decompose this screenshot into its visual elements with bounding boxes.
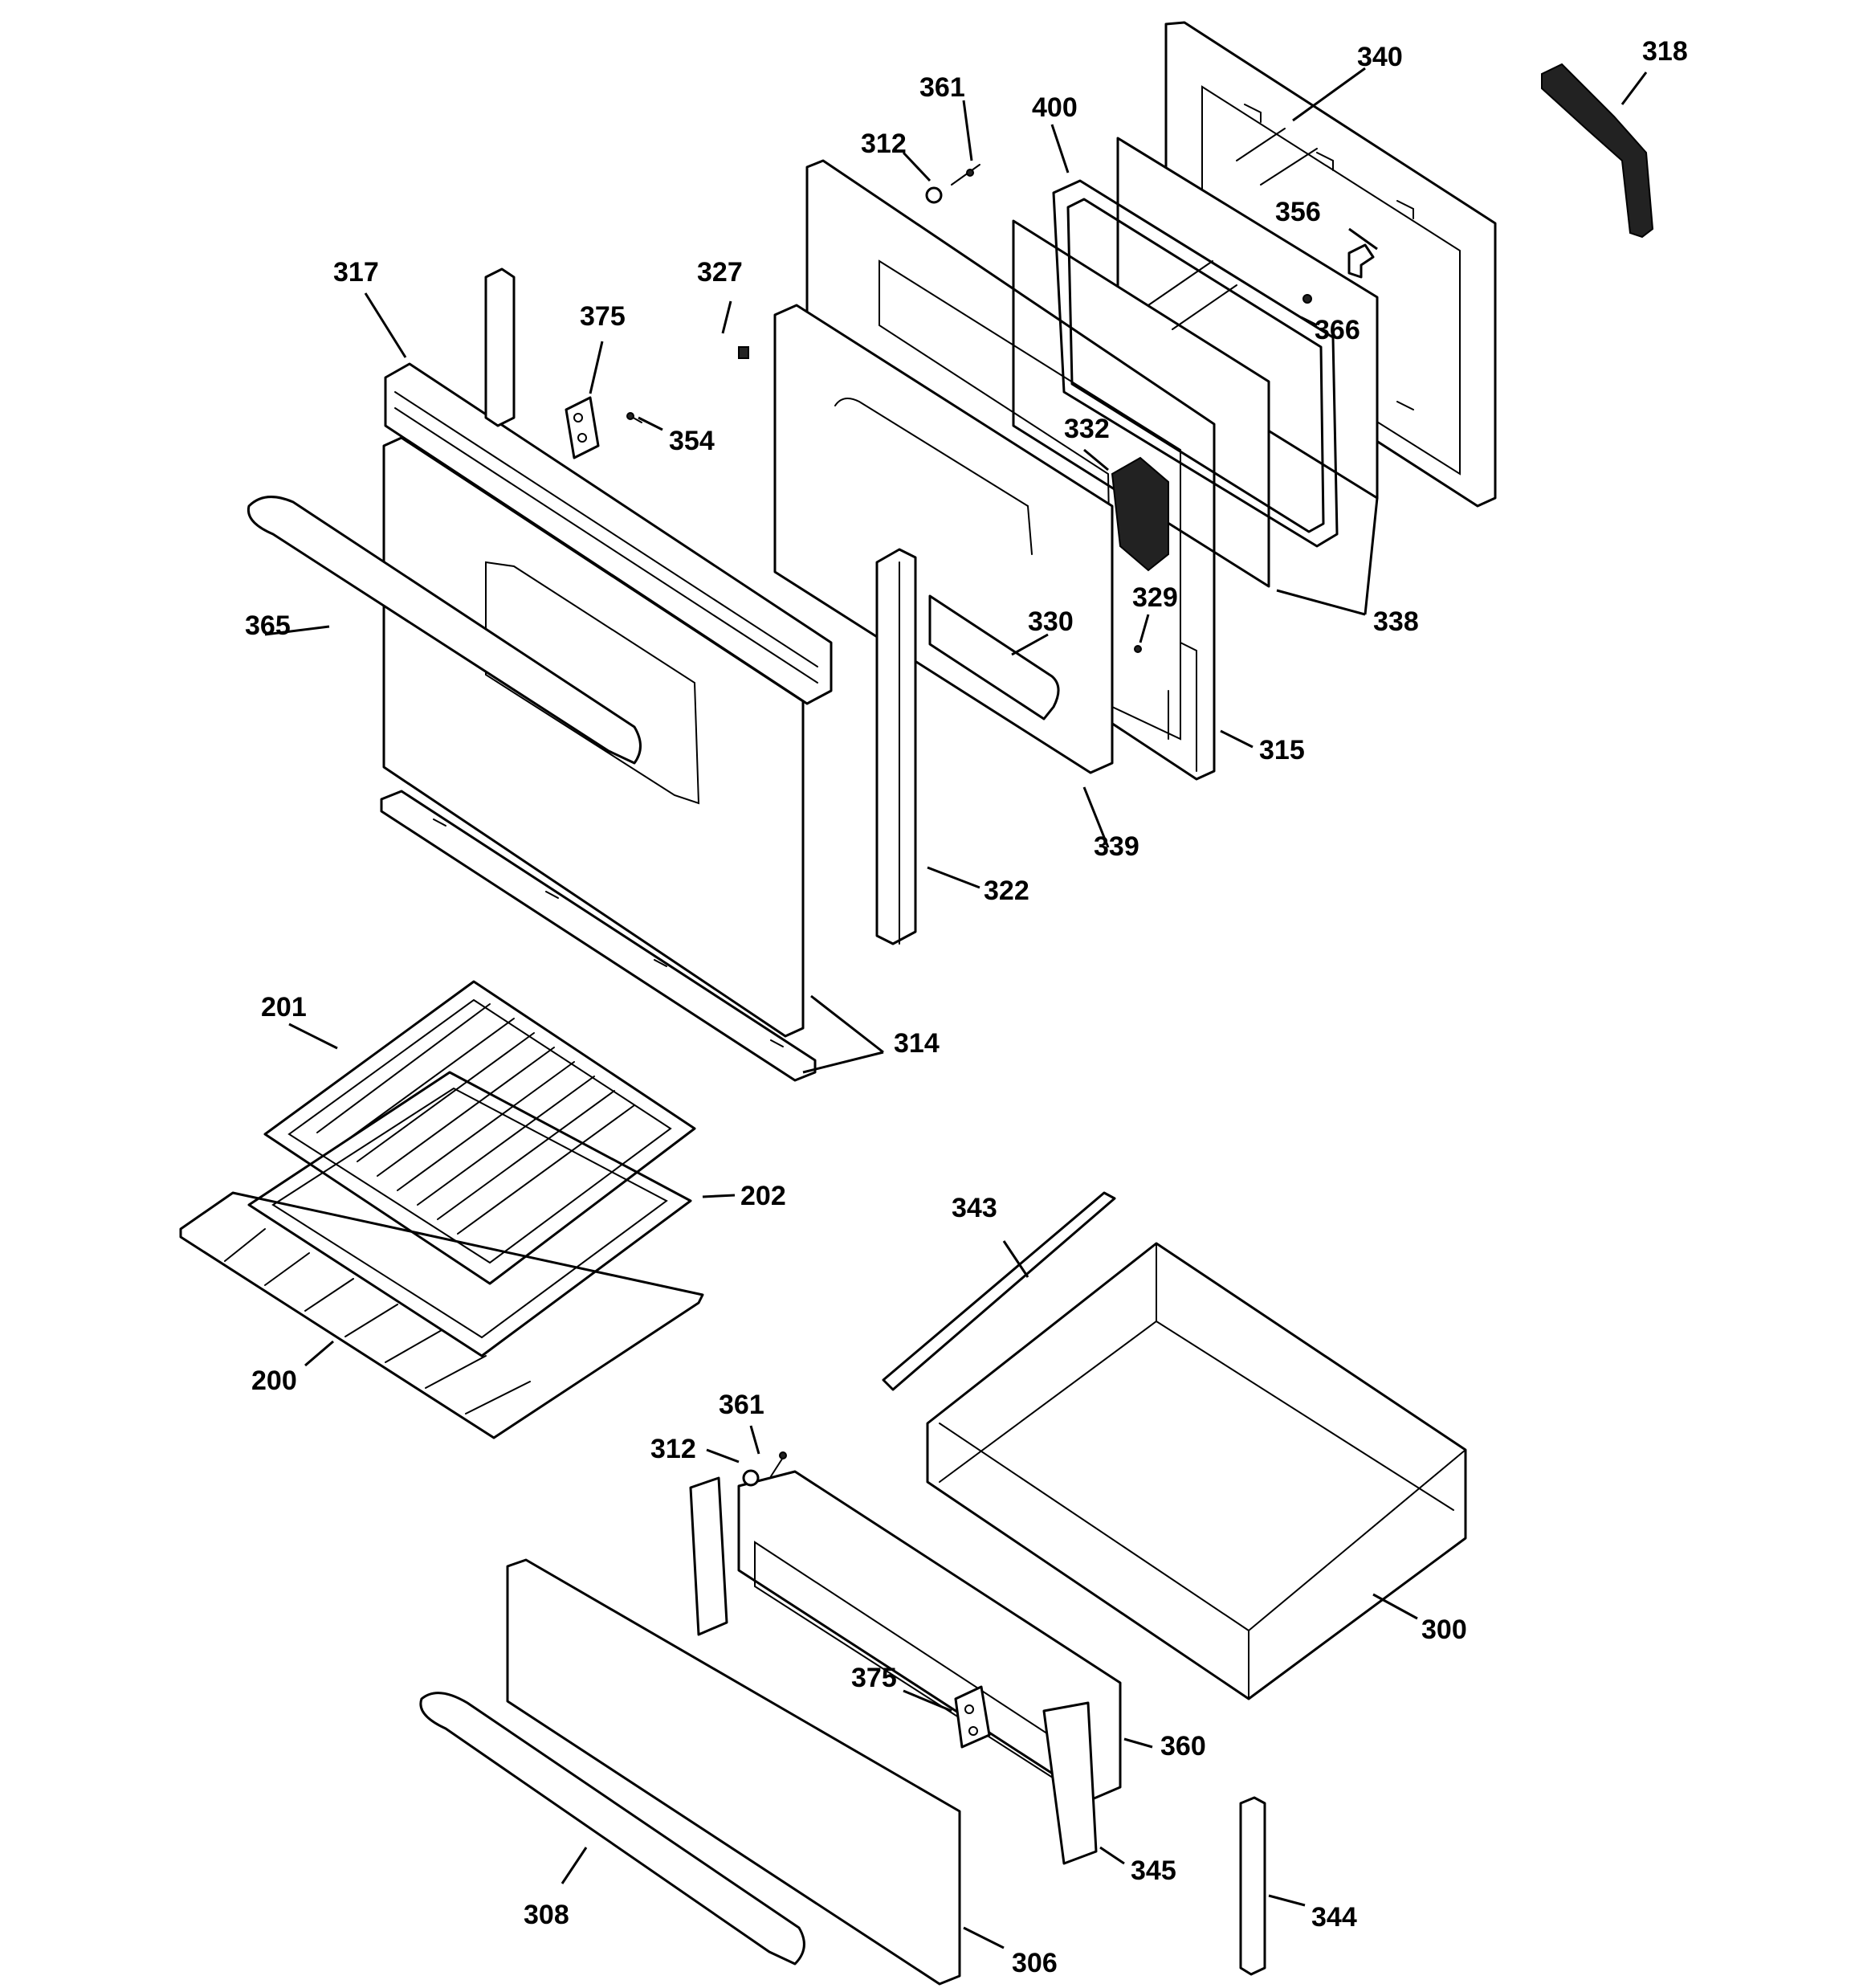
door-top-trim-part: [384, 362, 833, 705]
callout-329: 329: [1132, 582, 1178, 613]
callout-338: 338: [1373, 606, 1419, 637]
drawer-slide-part: [1239, 1796, 1266, 1976]
drawer-end-panel-part: [689, 1476, 1098, 1865]
callout-312-upper: 312: [861, 129, 907, 159]
callout-400: 400: [1032, 92, 1078, 123]
hinge-bracket-part-356: [1347, 243, 1375, 279]
callout-332: 332: [1064, 414, 1110, 444]
screw-part-354: [626, 412, 642, 423]
callout-356: 356: [1275, 197, 1321, 227]
screw-washer-part-upper: [925, 164, 980, 204]
callout-315: 315: [1259, 735, 1305, 765]
screw-part-329: [1134, 645, 1142, 653]
door-handle-part: [247, 496, 642, 765]
drawer-front-part: [506, 1558, 961, 1986]
callout-345: 345: [1131, 1855, 1176, 1886]
door-liner-part: [1052, 179, 1339, 548]
door-window-slot-part: [928, 594, 1060, 720]
screw-washer-part-lower: [742, 1451, 787, 1487]
callout-200: 200: [251, 1365, 297, 1396]
door-gasket-part: [1541, 63, 1654, 239]
callout-375-lower: 375: [851, 1663, 897, 1693]
broiler-pan-insert-part: [247, 1071, 692, 1357]
callout-labels: 340 318 400 361 312 356 366 327 317 375 …: [245, 36, 1688, 1978]
callout-361-upper: 361: [919, 72, 965, 103]
callout-312-lower: 312: [650, 1434, 696, 1464]
leader-lines: [264, 67, 1648, 1949]
callout-375-upper: 375: [580, 301, 626, 332]
broiler-pan-part: [263, 980, 696, 1285]
callout-308: 308: [524, 1900, 569, 1930]
callout-202: 202: [740, 1181, 786, 1211]
drawer-rail-part: [882, 1191, 1116, 1391]
callout-360: 360: [1160, 1731, 1206, 1761]
callout-366: 366: [1315, 315, 1360, 345]
callout-344: 344: [1311, 1902, 1357, 1933]
hinge-block-part: [1111, 456, 1169, 572]
callout-318: 318: [1642, 36, 1688, 67]
clip-part-327: [738, 346, 749, 359]
screw-part-366: [1302, 294, 1312, 304]
callout-365: 365: [245, 610, 291, 641]
callout-317: 317: [333, 257, 379, 288]
callout-339: 339: [1094, 831, 1139, 862]
callout-340: 340: [1357, 42, 1403, 72]
callout-354: 354: [669, 426, 715, 456]
callout-300: 300: [1421, 1614, 1467, 1645]
bracket-part-upper: [565, 396, 600, 459]
callout-327: 327: [697, 257, 743, 288]
oven-rack-part: [179, 1191, 704, 1439]
callout-306: 306: [1012, 1948, 1058, 1978]
callout-314: 314: [894, 1028, 940, 1059]
door-liner-window-part: [773, 304, 1114, 774]
drawer-handle-part: [419, 1692, 805, 1966]
callout-361-lower: 361: [719, 1390, 764, 1420]
door-trim-bracket-part: [484, 267, 516, 427]
door-side-trim-part: [875, 548, 917, 945]
callout-343: 343: [952, 1193, 997, 1223]
door-bottom-trim-part: [380, 790, 817, 1082]
callout-330: 330: [1028, 606, 1074, 637]
bracket-part-lower: [954, 1685, 991, 1749]
callout-322: 322: [984, 876, 1029, 906]
drawer-box-part: [926, 1242, 1467, 1700]
callout-201: 201: [261, 992, 307, 1023]
